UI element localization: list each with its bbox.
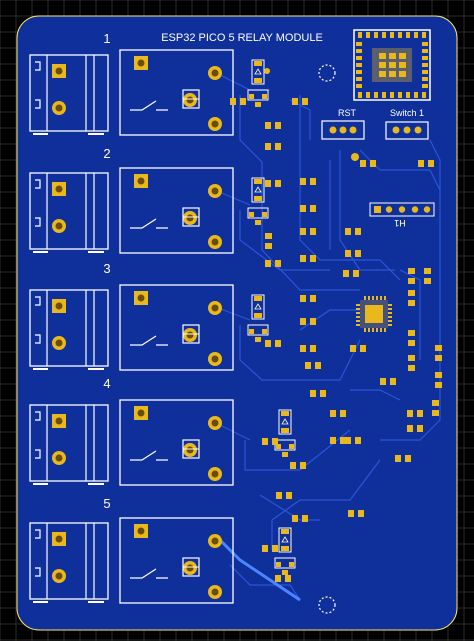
relay-channel-4 (29, 399, 296, 486)
relay-channel-3 (29, 284, 269, 371)
relay-channel-2 (29, 167, 269, 254)
relay-number-4: 4 (103, 376, 110, 391)
relay-channel-5 (29, 517, 296, 604)
reset-button[interactable] (321, 120, 365, 140)
via (351, 153, 359, 161)
relay-blocks (29, 49, 296, 604)
relay-number-2: 2 (103, 146, 110, 161)
smd-components (230, 98, 442, 582)
mounting-hole-top-right (318, 64, 336, 82)
mounting-hole-bottom-right (318, 596, 336, 614)
reset-label: RST (338, 108, 357, 118)
esp32-module (353, 29, 431, 101)
usb-serial-ic (356, 296, 392, 332)
board-outline (16, 15, 458, 631)
relay-channel-1 (29, 49, 269, 136)
board-title: ESP32 PICO 5 RELAY MODULE (161, 32, 323, 44)
relay-number-5: 5 (103, 496, 110, 511)
relay-number-3: 3 (103, 261, 110, 276)
switch-1[interactable] (385, 121, 429, 140)
switch-label: Switch 1 (390, 108, 424, 118)
header-label: H1 (394, 218, 406, 228)
via (264, 68, 270, 74)
header-h1 (369, 202, 435, 217)
relay-number-1: 1 (103, 31, 110, 46)
